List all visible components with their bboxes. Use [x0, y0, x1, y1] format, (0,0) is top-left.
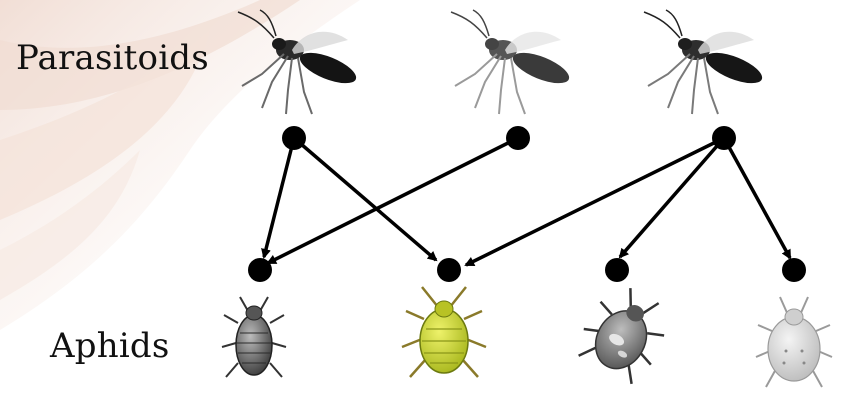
edge-p3-a2	[466, 138, 724, 265]
parasitoid-node	[712, 126, 736, 150]
edge-p3-a4	[724, 138, 790, 258]
edge-p1-a1	[264, 138, 294, 257]
aphid-icon	[222, 297, 286, 377]
wasp-icon	[451, 10, 573, 114]
aphid-icon	[402, 287, 486, 377]
edge-p2-a1	[268, 138, 518, 263]
aphid-icon	[572, 278, 679, 388]
aphid-node	[782, 258, 806, 282]
aphid-node	[437, 258, 461, 282]
edge-p3-a3	[620, 138, 724, 257]
parasitoid-node	[282, 126, 306, 150]
parasitoid-node	[506, 126, 530, 150]
wasp-icon	[238, 10, 360, 114]
aphid-node	[248, 258, 272, 282]
aphid-node	[605, 258, 629, 282]
edge-p1-a2	[294, 138, 436, 260]
wasp-icon	[644, 10, 766, 114]
edges	[264, 138, 790, 265]
aphid-icon	[756, 297, 832, 387]
